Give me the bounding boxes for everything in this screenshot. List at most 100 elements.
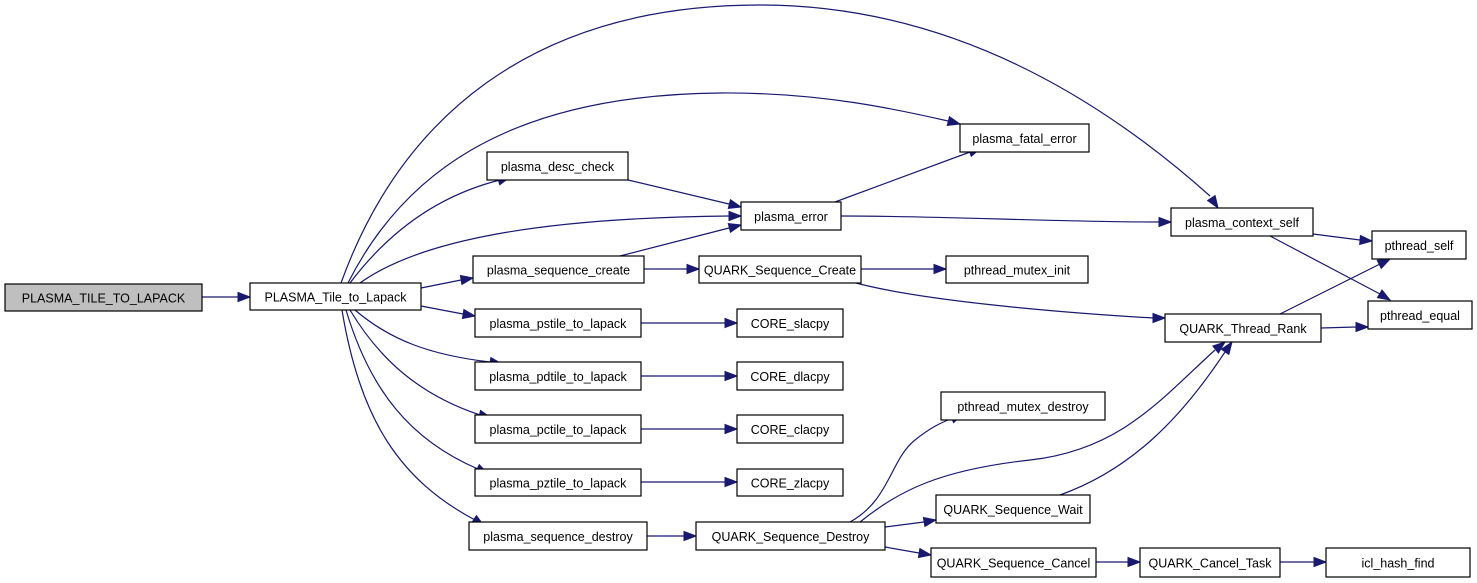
node-core-slacpy[interactable]: CORE_slacpy xyxy=(736,308,844,338)
edge-n11-n17 xyxy=(647,530,698,542)
node-label: CORE_dlacpy xyxy=(750,370,830,384)
edge-n9-n15 xyxy=(641,423,739,435)
node-box[interactable] xyxy=(695,521,886,551)
node-box[interactable] xyxy=(959,123,1090,153)
edge-line xyxy=(884,521,925,528)
arrowhead-icon xyxy=(1313,556,1328,568)
arrowhead-icon xyxy=(1158,216,1173,228)
node-box[interactable] xyxy=(1325,547,1471,578)
node-quark-sequence-wait[interactable]: QUARK_Sequence_Wait xyxy=(935,494,1091,524)
node-box[interactable] xyxy=(4,283,203,312)
node-box[interactable] xyxy=(940,391,1106,421)
node-plasma-sequence-create[interactable]: plasma_sequence_create xyxy=(472,255,645,284)
arrowhead-icon xyxy=(1359,234,1374,246)
node-label: PLASMA_TILE_TO_LAPACK xyxy=(22,292,186,306)
edge-n1-n10 xyxy=(345,309,490,475)
arrowhead-icon xyxy=(724,317,739,329)
node-box[interactable] xyxy=(472,255,645,284)
node-box[interactable] xyxy=(474,468,642,497)
node-pthread-mutex-destroy[interactable]: pthread_mutex_destroy xyxy=(940,391,1106,421)
node-box[interactable] xyxy=(935,494,1091,524)
node-box[interactable] xyxy=(736,308,844,338)
edge-n2-n21 xyxy=(1269,235,1392,301)
node-box[interactable] xyxy=(474,361,642,391)
node-plasma-pdtile-to-lapack[interactable]: plasma_pdtile_to_lapack xyxy=(474,361,642,391)
node-box[interactable] xyxy=(740,201,842,231)
node-plasma-sequence-destroy[interactable]: plasma_sequence_destroy xyxy=(468,521,648,551)
edge-n1-n6 xyxy=(420,274,475,289)
nodes-layer: PLASMA_TILE_TO_LAPACK PLASMA_Tile_to_Lapa… xyxy=(4,123,1473,578)
arrowhead-icon xyxy=(724,476,739,488)
arrowhead-icon xyxy=(727,222,743,234)
node-plasma-fatal-error[interactable]: plasma_fatal_error xyxy=(959,123,1090,153)
node-box[interactable] xyxy=(474,414,642,444)
node-plasma-pctile-to-lapack[interactable]: plasma_pctile_to_lapack xyxy=(474,414,642,444)
node-label: QUARK_Thread_Rank xyxy=(1179,322,1307,336)
node-plasma-tile-to-lapack[interactable]: PLASMA_TILE_TO_LAPACK xyxy=(4,283,203,312)
node-label: plasma_sequence_create xyxy=(487,264,630,278)
node-label: QUARK_Sequence_Wait xyxy=(943,503,1083,517)
edge-n2-n20 xyxy=(1312,233,1374,246)
node-label: icl_hash_find xyxy=(1362,557,1435,571)
edge-n17-n19 xyxy=(859,341,1227,523)
node-box[interactable] xyxy=(1164,313,1322,343)
node-box[interactable] xyxy=(1367,300,1473,330)
node-pthread-equal[interactable]: pthread_equal xyxy=(1367,300,1473,330)
node-box[interactable] xyxy=(468,521,648,551)
node-quark-thread-rank[interactable]: QUARK_Thread_Rank xyxy=(1164,313,1322,343)
node-box[interactable] xyxy=(1139,547,1281,578)
node-box[interactable] xyxy=(698,255,862,284)
node-plasma-pztile-to-lapack[interactable]: plasma_pztile_to_lapack xyxy=(474,468,642,497)
arrowhead-icon xyxy=(933,263,948,275)
node-core-dlacpy[interactable]: CORE_dlacpy xyxy=(736,361,844,391)
edge-line xyxy=(849,417,954,523)
node-label: plasma_pctile_to_lapack xyxy=(490,423,628,437)
node-box[interactable] xyxy=(474,308,642,338)
node-plasma-desc-check[interactable]: plasma_desc_check xyxy=(486,151,629,181)
node-quark-sequence-create[interactable]: QUARK_Sequence_Create xyxy=(698,255,862,284)
edge-n12-n18 xyxy=(861,263,948,275)
edge-line xyxy=(345,309,479,470)
node-quark-sequence-destroy[interactable]: QUARK_Sequence_Destroy xyxy=(695,521,886,551)
node-plasma-context-self[interactable]: plasma_context_self xyxy=(1170,207,1314,237)
node-core-clacpy[interactable]: CORE_clacpy xyxy=(736,414,844,444)
node-box[interactable] xyxy=(486,151,629,181)
node-box[interactable] xyxy=(1170,207,1314,237)
node-quark-cancel-task[interactable]: QUARK_Cancel_Task xyxy=(1139,547,1281,578)
edge-n3-n4 xyxy=(627,179,743,210)
node-box[interactable] xyxy=(945,255,1089,284)
node-pthread-mutex-init[interactable]: pthread_mutex_init xyxy=(945,255,1089,284)
arrowhead-icon xyxy=(727,198,743,210)
node-box[interactable] xyxy=(736,414,844,444)
node-pthread-self[interactable]: pthread_self xyxy=(1371,230,1467,260)
node-plasma-error[interactable]: plasma_error xyxy=(740,201,842,231)
node-icl-hash-find[interactable]: icl_hash_find xyxy=(1325,547,1471,578)
node-box[interactable] xyxy=(249,282,422,311)
arrowhead-icon xyxy=(724,370,739,382)
edge-n6-n12 xyxy=(644,263,701,275)
node-core-zlacpy[interactable]: CORE_zlacpy xyxy=(736,468,844,497)
node-label: plasma_sequence_destroy xyxy=(483,530,633,544)
node-box[interactable] xyxy=(1371,230,1467,260)
arrowhead-icon xyxy=(1211,341,1227,354)
arrowhead-icon xyxy=(683,530,698,542)
node-label: pthread_self xyxy=(1385,239,1454,253)
edge-n1-n4 xyxy=(359,210,743,284)
node-quark-sequence-cancel[interactable]: QUARK_Sequence_Cancel xyxy=(930,547,1097,578)
arrowhead-icon xyxy=(922,516,938,528)
node-label: pthread_mutex_destroy xyxy=(957,400,1089,414)
node-box[interactable] xyxy=(930,547,1097,578)
edge-n25-n26 xyxy=(1280,556,1328,568)
node-label: plasma_desc_check xyxy=(501,160,615,174)
node-label: QUARK_Sequence_Create xyxy=(704,264,856,278)
node-plasma-pstile-to-lapack[interactable]: plasma_pstile_to_lapack xyxy=(474,308,642,338)
arrowhead-icon xyxy=(917,547,933,559)
edge-line xyxy=(420,305,464,315)
edge-n19-n20 xyxy=(1279,258,1392,315)
node-box[interactable] xyxy=(736,468,844,497)
node-label: QUARK_Sequence_Destroy xyxy=(712,530,870,544)
edge-line xyxy=(340,4,1211,284)
node-plasma-tile-to-lapack[interactable]: PLASMA_Tile_to_Lapack xyxy=(249,282,422,311)
node-box[interactable] xyxy=(736,361,844,391)
